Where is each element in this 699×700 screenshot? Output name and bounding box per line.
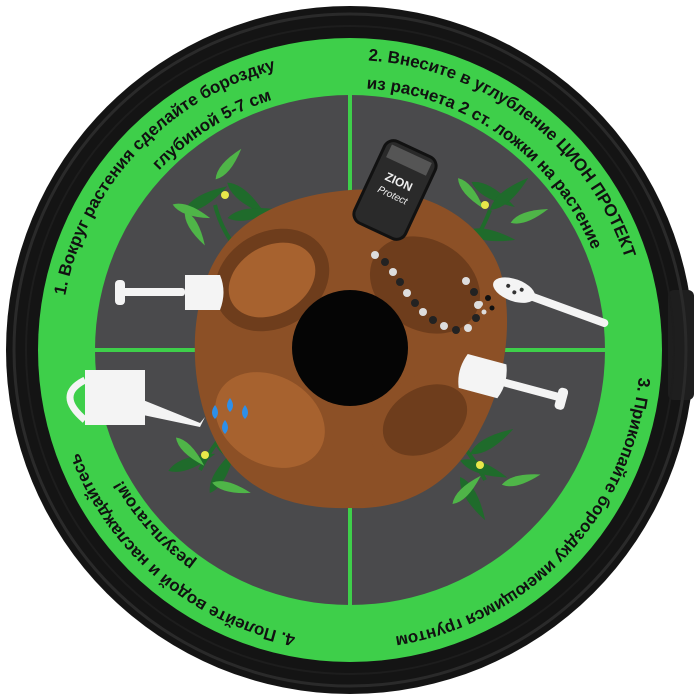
water-drops-icon bbox=[212, 398, 248, 434]
center-hole bbox=[292, 290, 408, 406]
watering-can-icon bbox=[66, 370, 205, 427]
fertilizer-granules bbox=[371, 251, 482, 334]
rim-tab bbox=[668, 290, 694, 400]
shovel-icon bbox=[458, 354, 569, 410]
spoon-icon bbox=[493, 277, 609, 327]
fertilizer-jar-icon: ZION Protect bbox=[352, 139, 438, 241]
shovel-icon bbox=[115, 275, 224, 310]
soil-mound bbox=[194, 189, 508, 509]
